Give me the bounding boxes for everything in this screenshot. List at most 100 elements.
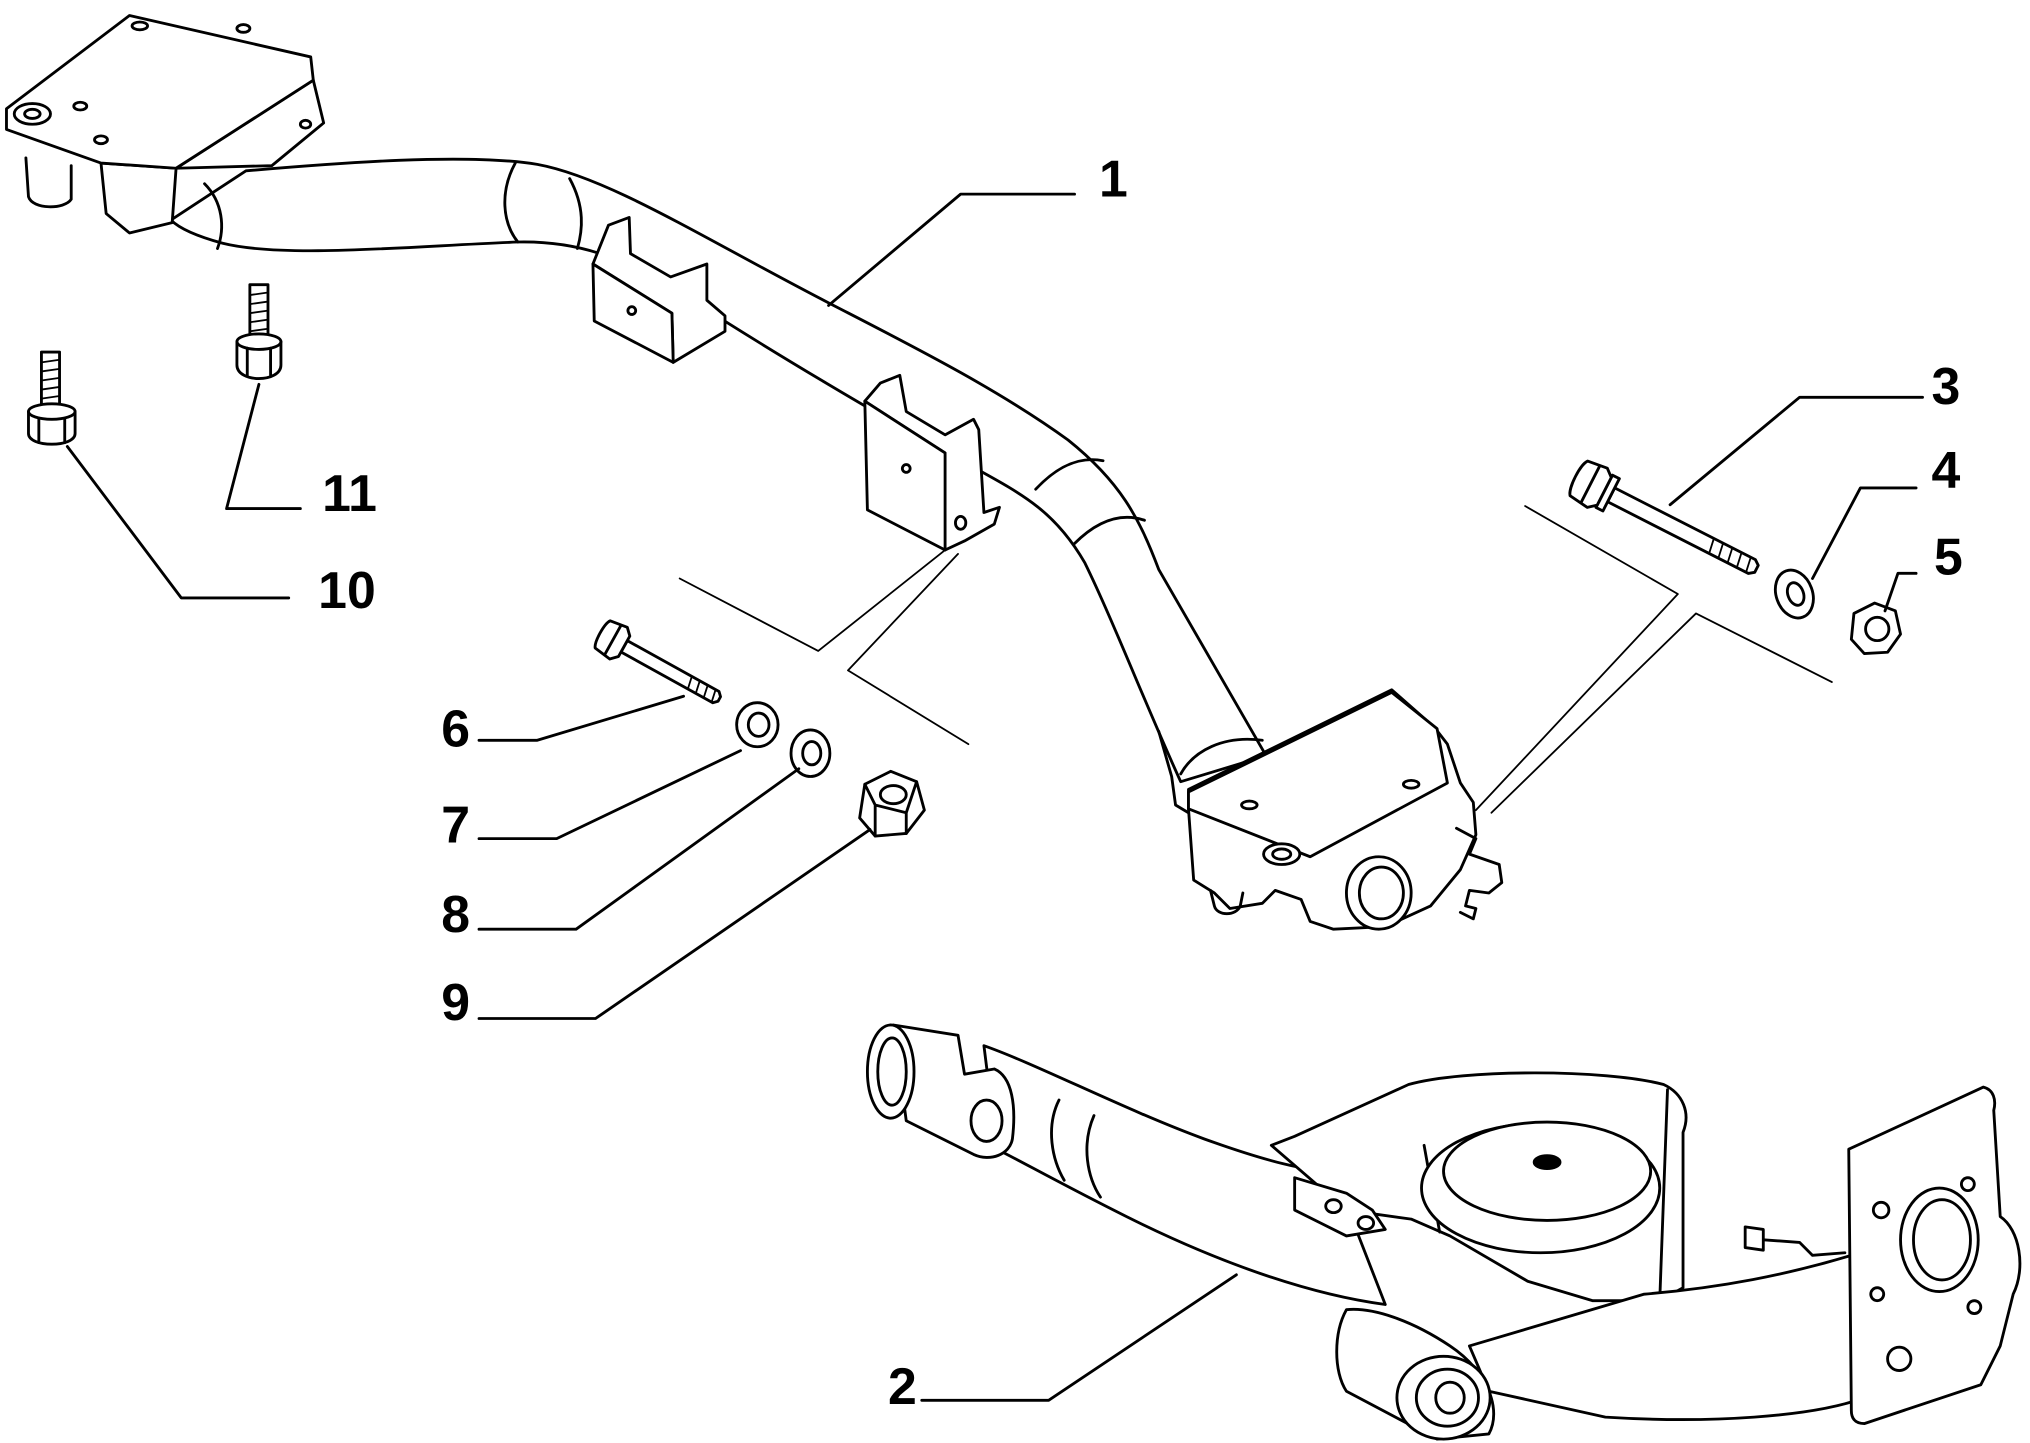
arm-tube: [982, 1044, 1387, 1306]
assembly-guide-line: [678, 549, 946, 652]
tube-bracket-a-hole: [626, 305, 638, 316]
callout-5: 5: [1934, 528, 1963, 586]
leader-line-8: [477, 767, 801, 931]
tube-band: [503, 161, 520, 244]
right-bracket-side-plate: [1157, 729, 1190, 815]
leader-line-2: [920, 1273, 1238, 1402]
left-bracket-hole: [235, 23, 252, 34]
left-bracket-hole: [93, 134, 109, 146]
tube-band: [1073, 516, 1146, 545]
callout-2: 2: [888, 1357, 917, 1415]
assembly-guide-line: [1490, 612, 1833, 814]
bolt-10-thread: [40, 358, 61, 400]
bolt-11-hex-edge: [245, 346, 273, 377]
right-bracket-clip: [1455, 826, 1504, 921]
callout-8: 8: [441, 885, 470, 943]
bolt-10-collar: [27, 402, 77, 421]
right-bracket-hole: [1271, 847, 1293, 861]
part-1-crossmember: [5, 14, 1504, 931]
spring-seat-wall: [1658, 1088, 1669, 1303]
spring-pad-hole: [1532, 1154, 1562, 1171]
tube-band: [203, 182, 224, 250]
leader-lines: [65, 192, 1924, 1402]
tube-band: [1179, 737, 1264, 776]
leader-line-7: [477, 749, 742, 841]
spring-pad-inner: [1442, 1120, 1653, 1222]
callout-10: 10: [318, 561, 376, 619]
left-bracket-front-face: [99, 161, 178, 235]
part-7-washer: [735, 701, 780, 749]
bolt-10-hex-edge: [37, 416, 67, 445]
part-4-washer: [1773, 568, 1815, 620]
part-9-nut: [858, 769, 926, 838]
leader-line-3: [1668, 395, 1924, 507]
bolt-6-shank: [619, 639, 722, 705]
bolt-11-thread: [248, 291, 269, 333]
assembly-guide-line: [847, 552, 970, 746]
tube-band: [1034, 458, 1105, 491]
assembly-guide-lines: [678, 505, 1833, 814]
spring-seat-tab-hole: [1324, 1198, 1343, 1215]
arm-tube-band: [1085, 1114, 1102, 1199]
part-10-bolt: [27, 350, 77, 446]
left-bracket-hole: [23, 107, 42, 120]
right-bracket-top-face: [1187, 690, 1449, 859]
leader-line-1: [827, 192, 1076, 307]
tube-band: [568, 177, 583, 250]
tube-bracket-b-hole: [954, 514, 968, 531]
callout-3: 3: [1931, 357, 1960, 415]
left-bracket-tab: [24, 156, 73, 209]
spring-seat-tab-hole: [1356, 1215, 1376, 1231]
callout-6: 6: [441, 700, 470, 758]
bolt-3-thread: [1708, 537, 1752, 574]
leader-line-5: [1883, 571, 1918, 613]
hub-plate-bolt: [1886, 1345, 1913, 1372]
tube-bracket-b-flange: [863, 373, 1001, 552]
leader-line-4: [1811, 486, 1918, 580]
bolt-3-hex-edge: [1579, 464, 1602, 505]
callout-labels: 1 2 3 4 5 6 7 8 9 10 11: [318, 150, 1963, 1415]
left-bushing-end-inner: [876, 1036, 908, 1107]
right-bracket-bushing-inner: [1357, 865, 1405, 921]
arm-tube-band: [1050, 1098, 1066, 1182]
part-8-washer: [789, 728, 832, 778]
left-bushing-hole: [969, 1098, 1004, 1143]
lower-bushing-hole: [1434, 1380, 1466, 1415]
left-bracket-hole: [130, 20, 150, 32]
tube-bracket-b-hole: [900, 463, 912, 474]
brake-line-clip-tab: [1743, 1225, 1765, 1252]
bolt-11-collar: [235, 332, 283, 351]
callout-11: 11: [322, 464, 377, 522]
right-bracket-hole: [1401, 778, 1421, 790]
washer-8-inner: [801, 740, 823, 767]
brake-line-clip: [1761, 1238, 1847, 1257]
leader-line-6: [477, 694, 685, 742]
part-2-trailing-arm: [865, 1023, 2022, 1441]
hub-plate-hole: [1966, 1299, 1983, 1316]
part-6-bolt: [593, 619, 722, 705]
callout-9: 9: [441, 973, 470, 1031]
washer-4-inner: [1785, 581, 1806, 607]
callout-7: 7: [441, 796, 470, 854]
leader-line-9: [477, 828, 872, 1020]
hub-plate-hole: [1869, 1286, 1886, 1303]
crossmember-tube: [169, 157, 1268, 784]
nut-5-bore: [1864, 615, 1891, 643]
hub-plate-hole: [1871, 1200, 1891, 1220]
callout-1: 1: [1099, 150, 1128, 208]
nut-9-edge: [863, 780, 919, 838]
left-bracket-hole: [72, 100, 89, 112]
bolt-6-hex-edge: [603, 623, 623, 657]
bolt-6-thread: [686, 675, 717, 704]
leader-line-10: [65, 445, 291, 600]
part-3-bolt: [1568, 459, 1760, 575]
right-bracket-hole: [1240, 799, 1259, 811]
washer-7-inner: [746, 711, 771, 738]
leader-line-11: [225, 382, 302, 511]
left-bracket-hole: [298, 118, 313, 130]
part-5-nut: [1849, 601, 1902, 655]
part-11-bolt: [235, 283, 283, 380]
right-bracket-tab: [1209, 888, 1245, 916]
bolt-3-shank: [1606, 486, 1760, 575]
